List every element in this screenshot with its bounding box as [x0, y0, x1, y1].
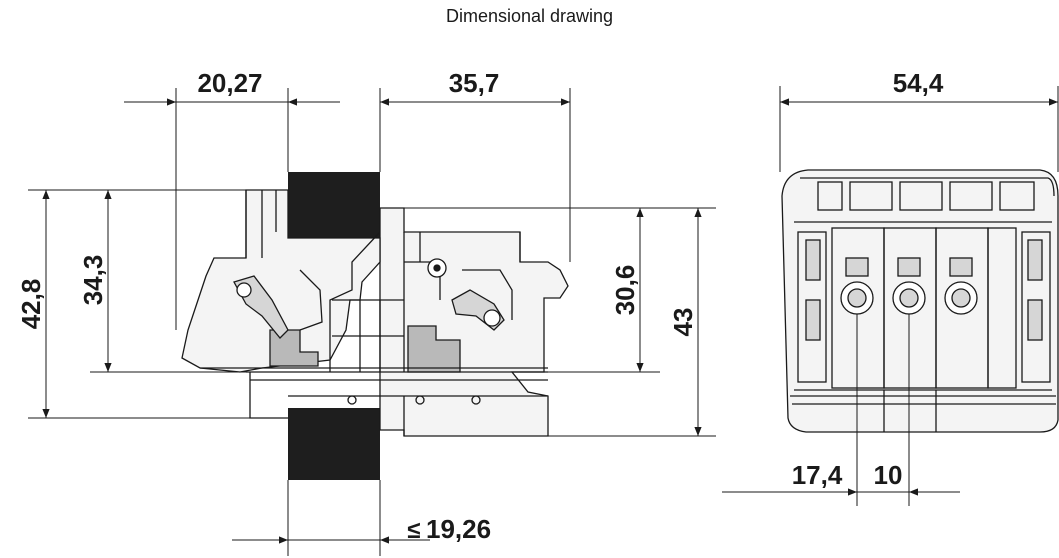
dim-right-inner: 30,6 [610, 265, 640, 316]
dim-bottom-pitch-offset: 17,4 [792, 460, 843, 490]
terminal-housing [379, 207, 569, 437]
drawing-title: Dimensional drawing [445, 6, 614, 26]
dim-top-left: 20,27 [197, 68, 262, 98]
dim-left-inner: 34,3 [78, 255, 108, 306]
dim-top-mid: 35,7 [449, 68, 500, 98]
side-view-dimensions [28, 88, 716, 556]
dim-left-outer: 42,8 [16, 279, 46, 330]
dim-bottom-pitch: 10 [874, 460, 903, 490]
mounting-rail-top [288, 172, 380, 238]
dim-right-outer: 43 [668, 308, 698, 337]
front-view-dimensions [722, 86, 1059, 506]
dim-bottom-max: 19,26 [426, 514, 491, 544]
dim-bottom-max-symbol: ≤ [407, 517, 420, 544]
dim-top-right: 54,4 [893, 68, 944, 98]
front-view [781, 169, 1059, 433]
side-view [181, 172, 569, 480]
mounting-rail-bottom [288, 408, 380, 480]
